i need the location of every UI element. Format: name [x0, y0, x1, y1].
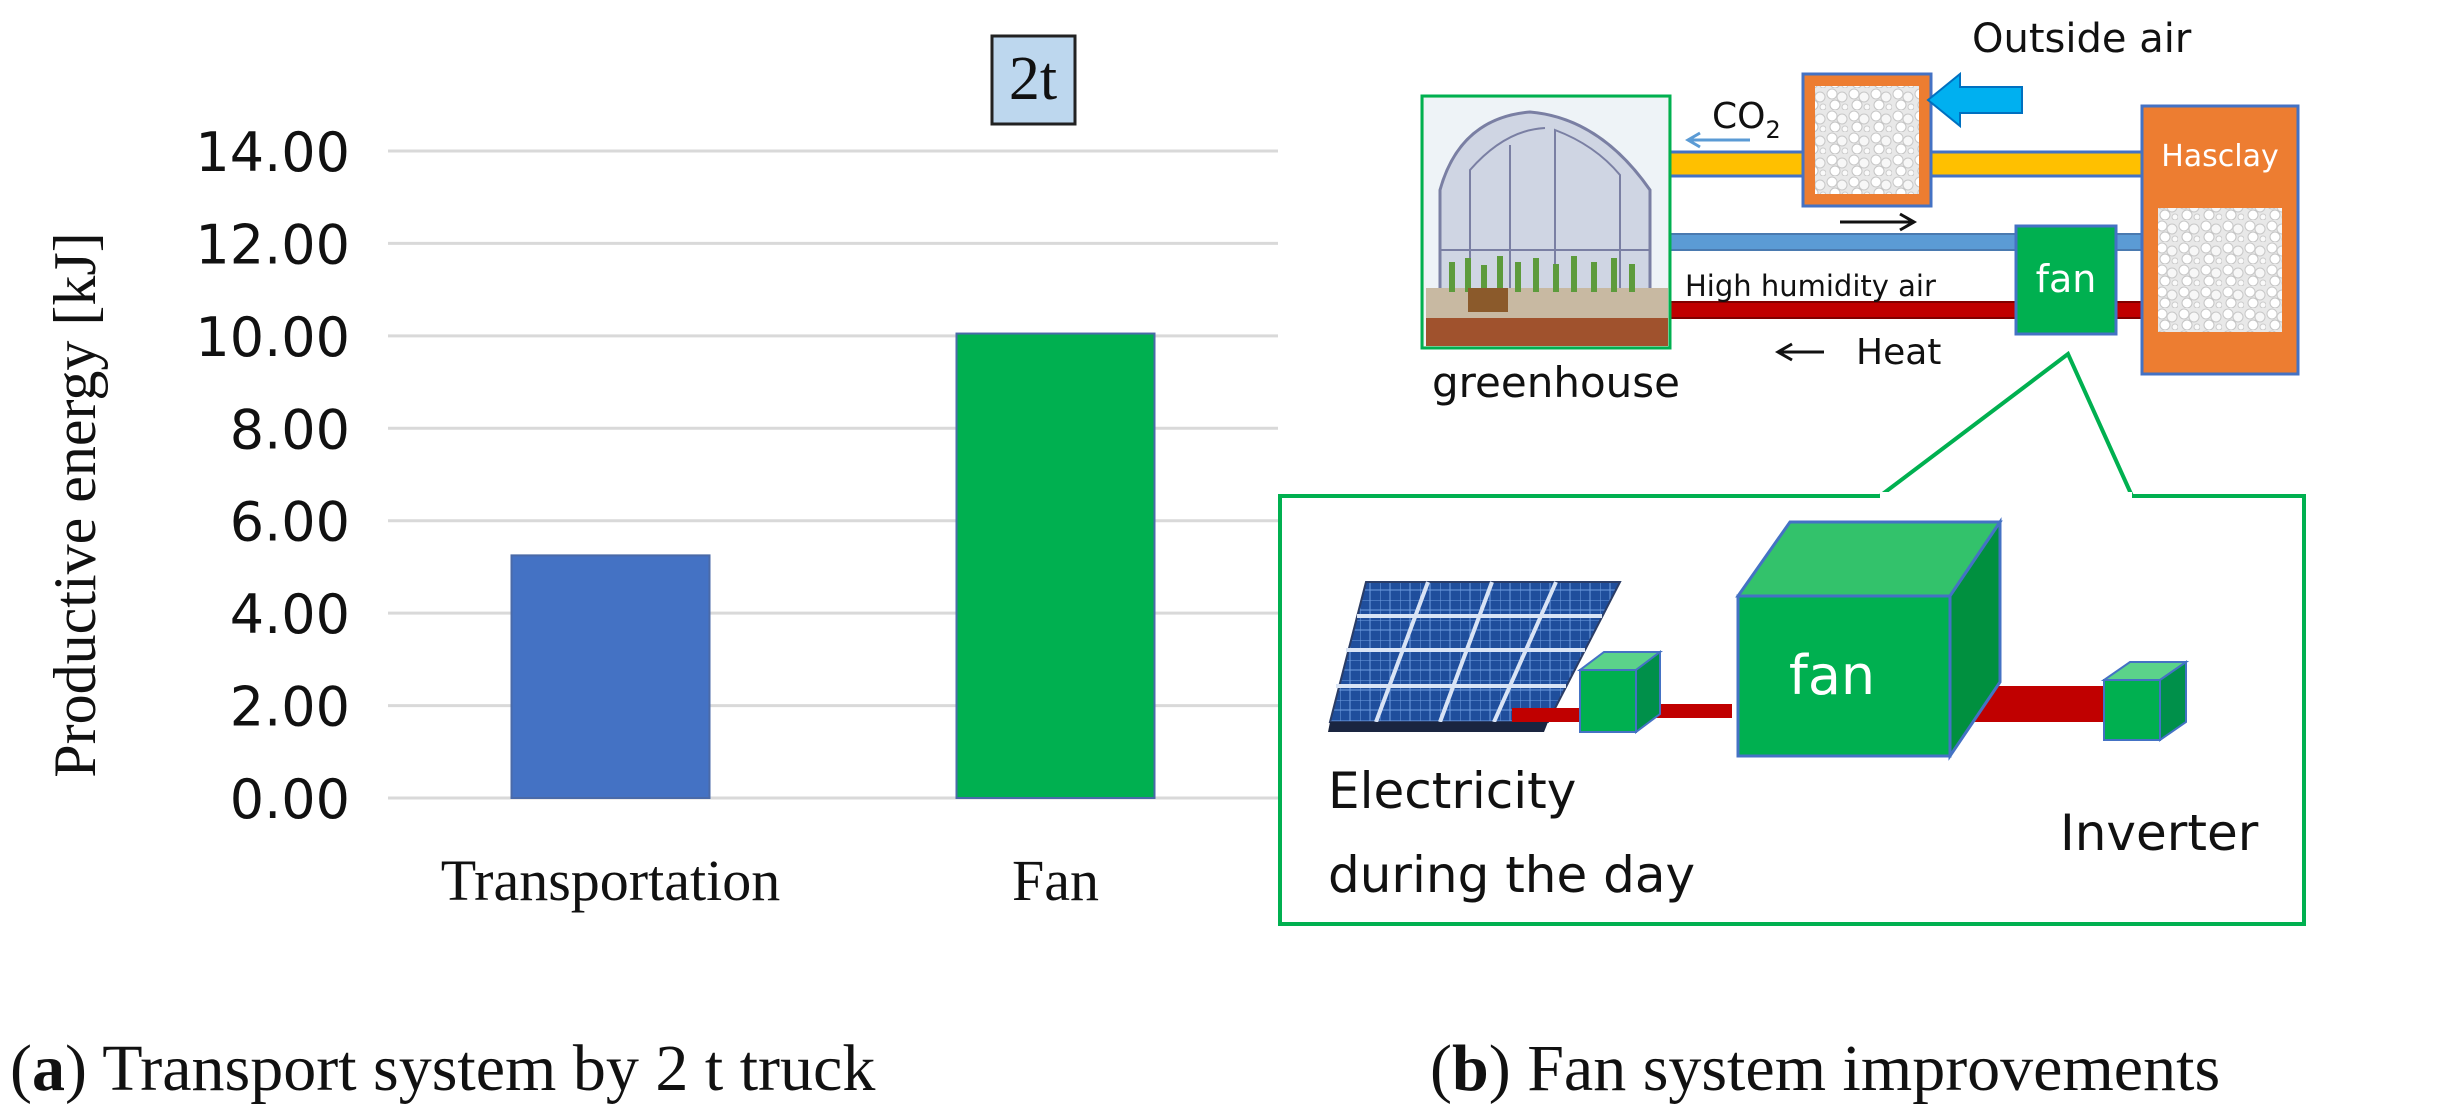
- y-tick-label: 0.00: [230, 768, 350, 831]
- fan-box-small: [2014, 224, 2118, 336]
- chart-title-text: 2t: [1009, 45, 1057, 113]
- outside-air-arrow-icon: [1926, 71, 2023, 129]
- electricity-label-line2: during the day: [1328, 846, 1695, 904]
- fan-cube-large: [1735, 517, 2003, 761]
- y-tick-label: 4.00: [230, 583, 350, 646]
- y-tick-label: 10.00: [195, 306, 350, 369]
- y-tick-label: 12.00: [195, 213, 350, 276]
- heat-label: Heat: [1856, 332, 1941, 373]
- flow-right-arrow-icon: [1840, 212, 1918, 232]
- hasclay-granules-icon: [1815, 86, 1919, 194]
- outside-air-label: Outside air: [1972, 16, 2192, 62]
- caption-a-letter: a: [32, 1032, 65, 1105]
- y-tick-label: 8.00: [230, 398, 350, 461]
- fan-small-label: fan: [2036, 257, 2097, 301]
- inverter-cube: [2100, 660, 2190, 742]
- caption-b-text: Fan system improvements: [1511, 1032, 2220, 1105]
- solar-wire: [1512, 708, 1588, 722]
- x-tick-label: Fan: [1012, 848, 1099, 913]
- bar-fan: [955, 332, 1156, 799]
- controller-wire: [1652, 704, 1732, 718]
- co2-label: CO2: [1712, 96, 1781, 144]
- chart-x-tick-labels: Transportation Fan: [441, 848, 1099, 913]
- controller-cube: [1577, 650, 1663, 734]
- caption-a: (a) Transport system by 2 t truck: [10, 1032, 875, 1105]
- x-tick-label: Transportation: [441, 848, 780, 913]
- chart-title-box: [990, 34, 1077, 126]
- solar-panel-icon: [1328, 581, 1622, 732]
- caption-b: (b) Fan system improvements: [1430, 1032, 2220, 1105]
- inverter-label: Inverter: [2060, 804, 2259, 862]
- caption-a-text: Transport system by 2 t truck: [87, 1032, 875, 1105]
- fan-system-diagram: greenhouse Outside air CO2 Hasclay fan H…: [1278, 16, 2306, 926]
- hasclay-granules-icon: [2158, 208, 2282, 332]
- zoom-callout-lines: [1878, 350, 2134, 498]
- heat-arrow-icon: [1774, 342, 1824, 362]
- greenhouse-icon: [1420, 94, 1672, 350]
- greenhouse-label: greenhouse: [1432, 358, 1680, 407]
- productive-energy-chart: 0.00 2.00 4.00 6.00 8.00 10.00 12.00 14.00 Tran…: [42, 34, 1278, 913]
- fan-large-label: fan: [1789, 644, 1875, 707]
- zoom-frame-gap: [1880, 492, 2132, 500]
- bar-transportation: [510, 554, 711, 799]
- hasclay-label: Hasclay: [2161, 139, 2279, 174]
- chart-bars: [510, 332, 1156, 799]
- chart-title: 2t: [990, 34, 1077, 126]
- high-humidity-label: High humidity air: [1685, 269, 1936, 303]
- caption-b-letter: b: [1452, 1032, 1489, 1105]
- co2-arrow-icon: [1685, 131, 1750, 149]
- electricity-label-line1: Electricity: [1328, 762, 1576, 820]
- chart-y-axis-label: Productive energy [kJ]: [42, 232, 108, 777]
- y-tick-label: 14.00: [195, 121, 350, 184]
- chart-y-tick-labels: 0.00 2.00 4.00 6.00 8.00 10.00 12.00 14.00: [195, 121, 350, 831]
- y-tick-label: 2.00: [230, 676, 350, 739]
- y-tick-label: 6.00: [230, 491, 350, 554]
